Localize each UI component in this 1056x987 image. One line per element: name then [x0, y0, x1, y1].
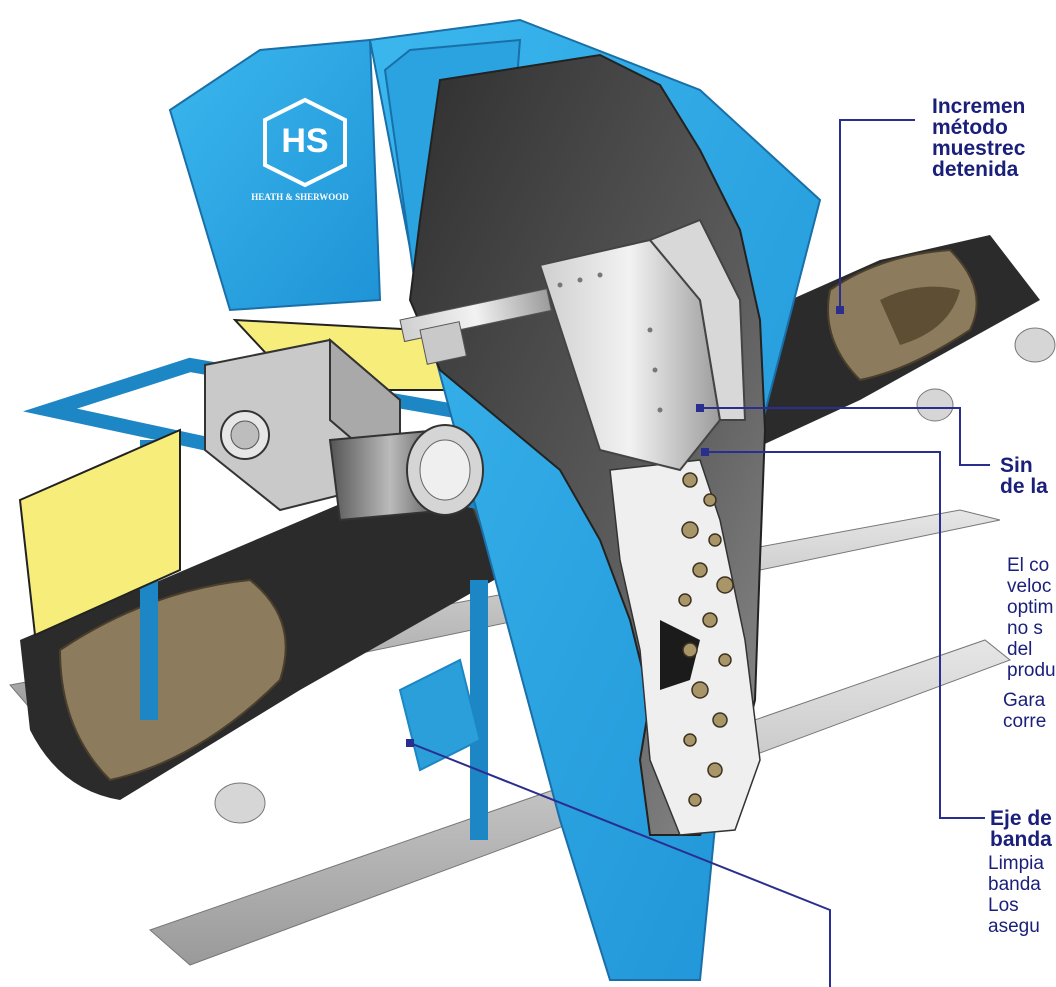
callout-mid-title: Sin de la: [1000, 455, 1048, 497]
callout-top-title: Incremen método muestrec detenida: [932, 96, 1025, 180]
callout-bottom-body-line-4: asegu: [988, 916, 1040, 937]
callout-top-line-1: Incremen: [932, 95, 1026, 118]
callout-top-line-2: método: [932, 116, 1008, 139]
callout-bottom-title: Eje de banda: [990, 808, 1052, 850]
callout-mid-body-line-6: produ: [1007, 660, 1056, 681]
callout-mid-body-line-3: optim: [1007, 597, 1054, 618]
callout-mid-body-line-4: no s: [1007, 618, 1043, 639]
hs-logo: HS HEATH & SHERWOOD: [251, 97, 349, 202]
callout-bottom-body-line-3: Los: [988, 895, 1019, 916]
motor-gearbox: [204, 337, 484, 522]
leader-mid: [700, 407, 990, 466]
callout-mid-note-line-2: corre: [1003, 711, 1047, 732]
leader-belt: [409, 742, 831, 987]
callout-bottom-body-line-1: Limpia: [988, 853, 1044, 874]
leader-lines: [409, 119, 990, 987]
callout-mid-body-line-1: El co: [1007, 555, 1050, 576]
callout-bottom-title-line-2: banda: [990, 828, 1052, 851]
callout-mid-body: El co veloc optim no s del produ: [1007, 555, 1056, 681]
drive-shaft: [399, 288, 552, 365]
callout-bottom-body-line-2: banda: [988, 874, 1041, 895]
callout-mid-title-line-2: de la: [1000, 475, 1048, 498]
cutter-bucket: [538, 218, 747, 472]
callout-mid-note-line-1: Gara: [1003, 690, 1046, 711]
leader-markers: [406, 306, 844, 747]
callout-mid-body-line-2: veloc: [1007, 576, 1052, 597]
callout-mid-body-line-5: del: [1007, 639, 1033, 660]
callout-top-line-4: detenida: [932, 158, 1019, 181]
logo-initials: HS: [281, 122, 328, 160]
leader-bottom: [705, 451, 985, 819]
falling-ore: [678, 472, 734, 807]
leader-top: [839, 119, 915, 310]
callout-bottom-body: Limpia banda Los asegu: [988, 853, 1044, 937]
callout-mid-note: Gara corre: [1003, 690, 1046, 732]
callout-top-line-3: muestrec: [932, 137, 1026, 160]
callout-bottom-title-line-1: Eje de: [990, 807, 1052, 830]
callout-mid-title-line-1: Sin: [1000, 454, 1033, 477]
logo-brand: HEATH & SHERWOOD: [251, 192, 349, 202]
